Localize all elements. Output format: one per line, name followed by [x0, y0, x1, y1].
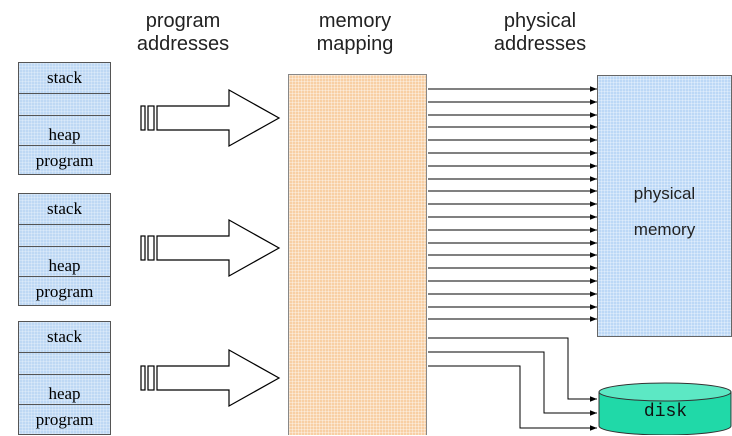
physical-memory-block: physical memory [597, 75, 732, 337]
memory-mapping-block [288, 74, 427, 435]
heap-segment: heap [19, 374, 110, 404]
address-arrow-3 [140, 348, 281, 408]
disk-label: disk [643, 402, 688, 422]
stack-segment: stack [47, 327, 82, 346]
physical-address-arrows [428, 86, 597, 431]
heap-segment: heap [19, 246, 110, 276]
header-program-addresses: program addresses [136, 10, 230, 55]
stack-segment: stack [47, 199, 82, 218]
disk-arrow [428, 351, 597, 416]
header-memory-mapping: memory mapping [316, 10, 394, 55]
address-arrow-2 [140, 218, 281, 278]
process-address-space: stack heap program [18, 62, 111, 175]
process-address-space: stack heap program [18, 321, 111, 435]
process-address-space: stack heap program [18, 193, 111, 306]
address-arrow-1 [140, 88, 281, 148]
physical-memory-label: physical memory [633, 184, 696, 239]
stack-segment: stack [47, 68, 82, 87]
program-segment: program [19, 404, 110, 436]
free-segment [19, 93, 110, 115]
program-segment: program [19, 276, 110, 307]
disk-arrow [428, 365, 597, 431]
disk-arrow [428, 337, 597, 402]
program-segment: program [19, 145, 110, 176]
header-physical-addresses: physical addresses [493, 10, 587, 55]
heap-segment: heap [19, 115, 110, 145]
free-segment [19, 352, 110, 374]
free-segment [19, 224, 110, 246]
disk-icon [598, 382, 732, 435]
